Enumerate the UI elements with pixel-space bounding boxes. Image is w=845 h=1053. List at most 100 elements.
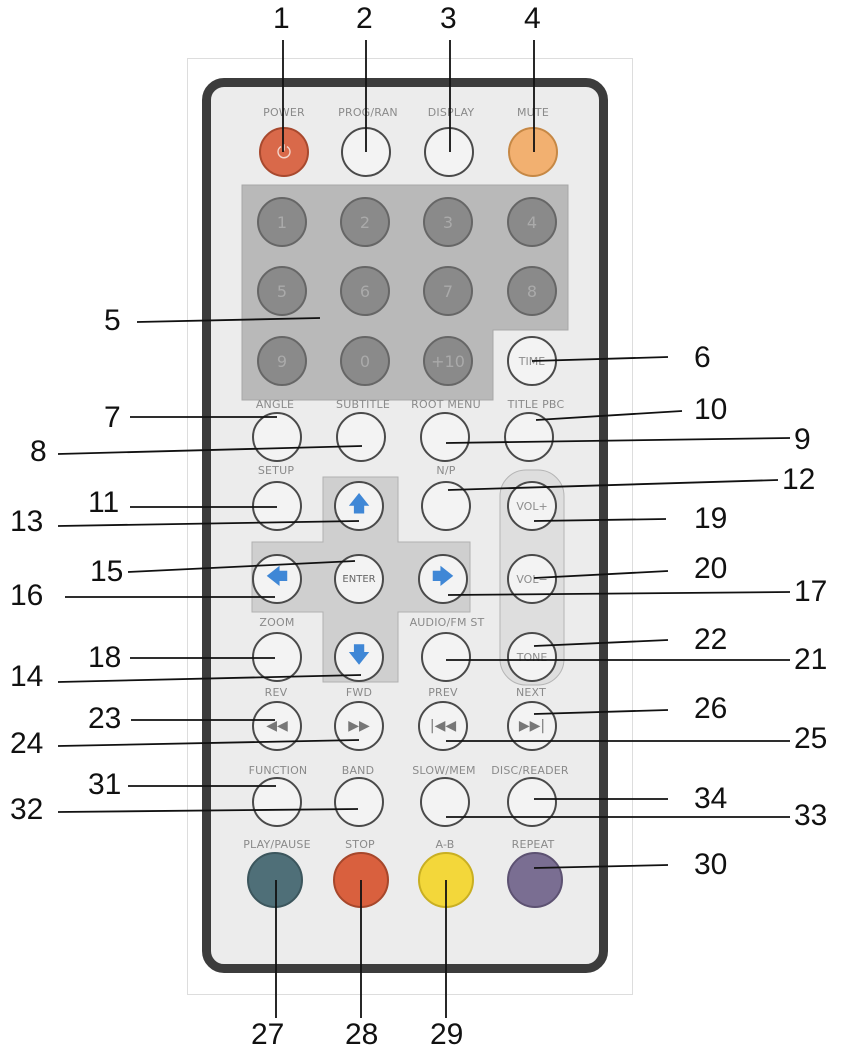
slow-mem-button[interactable]	[420, 777, 470, 827]
down-button[interactable]: 🡇	[334, 632, 384, 682]
keypad-3-button[interactable]: 3	[423, 197, 473, 247]
callout-27: 27	[251, 1018, 285, 1051]
time-button[interactable]: TIME	[507, 336, 557, 386]
keypad-6-button[interactable]: 6	[340, 266, 390, 316]
rev-button[interactable]: ◀◀	[252, 701, 302, 751]
stop-button[interactable]	[333, 852, 389, 908]
callout-32: 32	[10, 793, 44, 826]
up-button[interactable]: 🡅	[334, 481, 384, 531]
keypad-0-button[interactable]: 0	[340, 336, 390, 386]
repeat-label: REPEAT	[511, 838, 555, 851]
power-icon: ⏻	[276, 141, 292, 163]
slow-mem-label: SLOW/MEM	[412, 764, 476, 777]
callout-33: 33	[794, 799, 828, 832]
root-menu-button[interactable]	[420, 412, 470, 462]
right-button[interactable]: 🡆	[418, 554, 468, 604]
tone-button[interactable]: TONE	[507, 632, 557, 682]
mute-button[interactable]	[508, 127, 558, 177]
fast-forward-icon: ▶▶	[348, 718, 370, 734]
callout-28: 28	[345, 1018, 379, 1051]
skip-previous-icon: |◀◀	[429, 718, 457, 734]
band-button[interactable]	[334, 777, 384, 827]
callout-11: 11	[88, 486, 120, 519]
mute-label: MUTE	[516, 106, 550, 119]
np-button[interactable]	[421, 481, 471, 531]
audio-fmst-button[interactable]	[421, 632, 471, 682]
disc-reader-label: DISC/READER	[491, 764, 569, 777]
callout-30: 30	[694, 848, 728, 881]
callout-22: 22	[694, 623, 728, 656]
callout-34: 34	[694, 782, 728, 815]
callout-17: 17	[794, 575, 828, 608]
vol-minus-button[interactable]: VOL−	[507, 554, 557, 604]
setup-button[interactable]	[252, 481, 302, 531]
rev-label: REV	[264, 686, 288, 699]
keypad-8-button[interactable]: 8	[507, 266, 557, 316]
repeat-button[interactable]	[507, 852, 563, 908]
arrow-right-icon: 🡆	[431, 565, 455, 590]
arrow-up-icon: 🡅	[347, 492, 371, 517]
callout-1: 1	[273, 2, 290, 35]
fwd-label: FWD	[345, 686, 373, 699]
callout-20: 20	[694, 552, 728, 585]
callout-25: 25	[794, 722, 828, 755]
prog-ran-button[interactable]	[341, 127, 391, 177]
callout-4: 4	[524, 2, 541, 35]
display-button[interactable]	[424, 127, 474, 177]
callout-8: 8	[30, 435, 47, 468]
callout-10: 10	[694, 393, 728, 426]
next-label: NEXT	[515, 686, 547, 699]
callout-9: 9	[794, 423, 811, 456]
subtitle-button[interactable]	[336, 412, 386, 462]
band-label: BAND	[341, 764, 375, 777]
setup-label: SETUP	[257, 464, 295, 477]
callout-15: 15	[90, 555, 124, 588]
zoom-label: ZOOM	[259, 616, 295, 629]
next-button[interactable]: ▶▶|	[507, 701, 557, 751]
vol-plus-button[interactable]: VOL+	[507, 481, 557, 531]
ab-label: A-B	[435, 838, 455, 851]
keypad-4-button[interactable]: 4	[507, 197, 557, 247]
play-pause-button[interactable]	[247, 852, 303, 908]
callout-13: 13	[10, 505, 44, 538]
subtitle-label: SUBTITLE	[336, 398, 390, 411]
keypad-plus10-button[interactable]: +10	[423, 336, 473, 386]
fwd-button[interactable]: ▶▶	[334, 701, 384, 751]
callout-6: 6	[694, 341, 711, 374]
arrow-left-icon: 🡄	[265, 565, 289, 590]
callout-23: 23	[88, 702, 122, 735]
keypad-1-button[interactable]: 1	[257, 197, 307, 247]
callout-21: 21	[794, 643, 828, 676]
play-pause-label: PLAY/PAUSE	[243, 838, 311, 851]
angle-button[interactable]	[252, 412, 302, 462]
keypad-7-button[interactable]: 7	[423, 266, 473, 316]
function-button[interactable]	[252, 777, 302, 827]
callout-24: 24	[10, 727, 44, 760]
zoom-button[interactable]	[252, 632, 302, 682]
prev-button[interactable]: |◀◀	[418, 701, 468, 751]
keypad-5-button[interactable]: 5	[257, 266, 307, 316]
title-pbc-label: TITLE PBC	[507, 398, 565, 411]
callout-19: 19	[694, 502, 728, 535]
power-label: POWER	[263, 106, 305, 119]
arrow-down-icon: 🡇	[347, 643, 371, 668]
callout-14: 14	[10, 660, 44, 693]
callout-5: 5	[104, 304, 121, 337]
left-button[interactable]: 🡄	[252, 554, 302, 604]
title-pbc-button[interactable]	[504, 412, 554, 462]
root-menu-label: ROOT MENU	[411, 398, 481, 411]
power-button[interactable]: ⏻	[259, 127, 309, 177]
enter-button[interactable]: ENTER	[334, 554, 384, 604]
callout-26: 26	[694, 692, 728, 725]
disc-reader-button[interactable]	[507, 777, 557, 827]
keypad-2-button[interactable]: 2	[340, 197, 390, 247]
np-label: N/P	[436, 464, 456, 477]
function-label: FUNCTION	[248, 764, 308, 777]
keypad-9-button[interactable]: 9	[257, 336, 307, 386]
ab-button[interactable]	[418, 852, 474, 908]
callout-3: 3	[440, 2, 457, 35]
callout-18: 18	[88, 641, 122, 674]
callout-16: 16	[10, 579, 44, 612]
angle-label: ANGLE	[255, 398, 295, 411]
